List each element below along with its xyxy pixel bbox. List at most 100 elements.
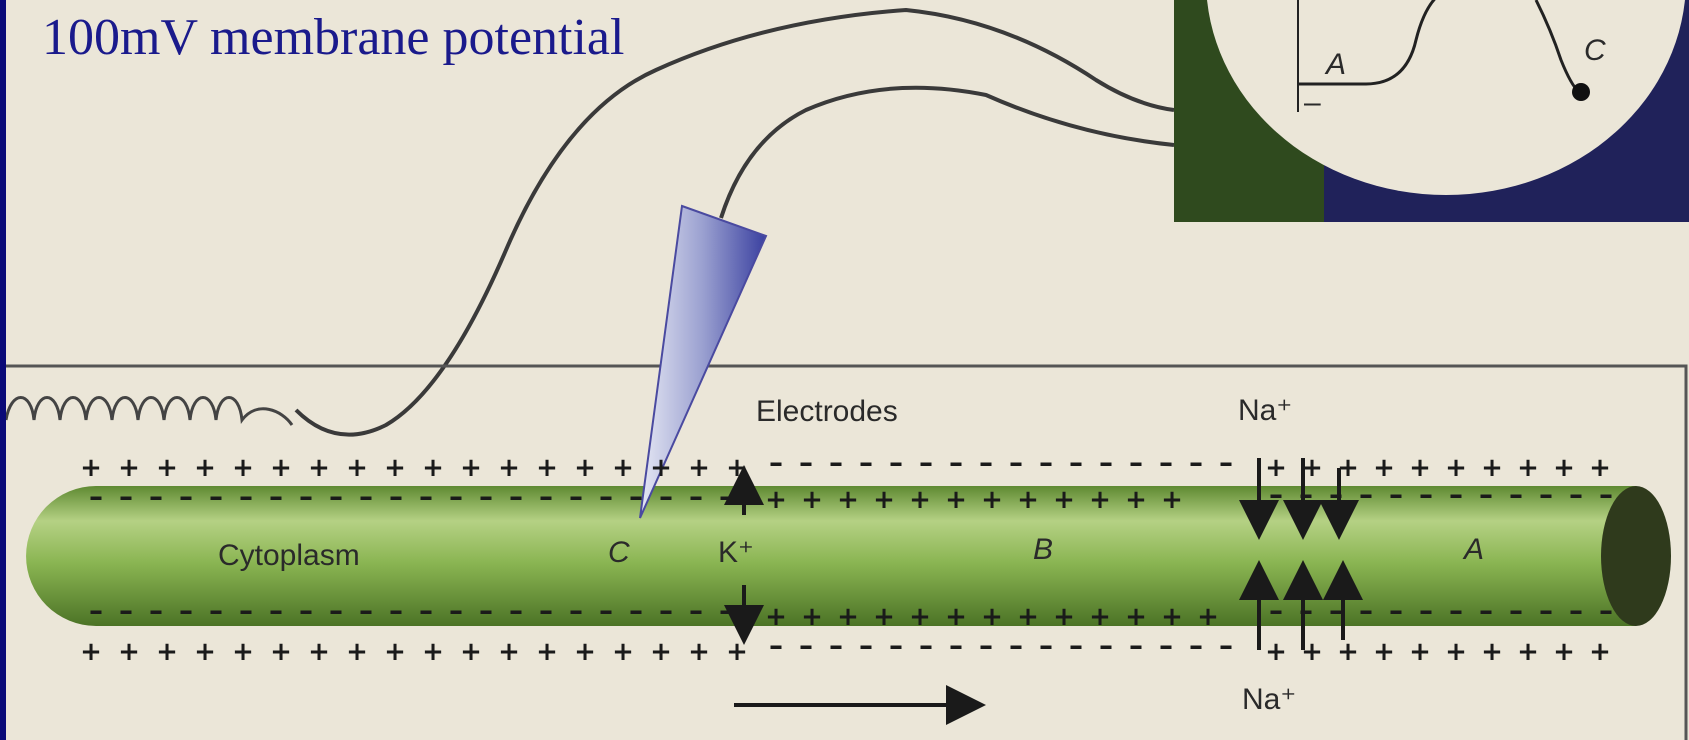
charge-plus: + xyxy=(1089,602,1111,632)
charge-minus: – xyxy=(1099,446,1113,479)
recording-electrode xyxy=(639,204,768,519)
charge-plus: + xyxy=(498,453,520,483)
charge-plus: + xyxy=(650,453,672,483)
charge-minus: – xyxy=(1269,594,1283,627)
charge-minus: – xyxy=(239,594,253,627)
charge-plus: + xyxy=(1553,453,1575,483)
charge-plus: + xyxy=(1089,485,1111,515)
charge-plus: + xyxy=(837,485,859,515)
charge-plus: + xyxy=(1125,485,1147,515)
charge-minus: – xyxy=(1359,478,1373,511)
charge-minus: – xyxy=(299,480,313,513)
charge-plus: + xyxy=(1445,453,1467,483)
charge-plus: + xyxy=(1481,453,1503,483)
stimulator-coil xyxy=(6,396,294,426)
charge-minus: – xyxy=(1099,629,1113,662)
charge-minus: – xyxy=(329,594,343,627)
charge-plus: + xyxy=(650,637,672,667)
charge-minus: – xyxy=(509,480,523,513)
charge-plus: + xyxy=(156,637,178,667)
charge-plus: + xyxy=(308,453,330,483)
charge-minus: – xyxy=(1569,478,1583,511)
charge-minus: – xyxy=(829,446,843,479)
charge-minus: – xyxy=(799,629,813,662)
charge-plus: + xyxy=(1589,637,1611,667)
k-label: K⁺ xyxy=(718,536,754,569)
electrodes-label: Electrodes xyxy=(756,395,898,428)
charge-minus: – xyxy=(539,594,553,627)
charge-minus: – xyxy=(479,480,493,513)
charge-minus: – xyxy=(1039,446,1053,479)
charge-plus: + xyxy=(1301,637,1323,667)
charge-plus: + xyxy=(574,637,596,667)
charge-plus: + xyxy=(384,637,406,667)
charge-minus: – xyxy=(889,629,903,662)
charge-plus: + xyxy=(726,637,748,667)
oscilloscope-minus-label: – xyxy=(1304,86,1321,119)
charge-minus: – xyxy=(1219,629,1233,662)
charge-plus: + xyxy=(270,637,292,667)
charge-minus: – xyxy=(449,594,463,627)
charge-plus: + xyxy=(837,602,859,632)
charge-plus: + xyxy=(909,602,931,632)
oscilloscope xyxy=(1174,0,1689,222)
oscilloscope-trace xyxy=(1298,0,1581,94)
charge-minus: – xyxy=(919,446,933,479)
charge-minus: – xyxy=(979,629,993,662)
charge-plus: + xyxy=(945,485,967,515)
charge-minus: – xyxy=(1219,446,1233,479)
charge-plus: + xyxy=(1337,637,1359,667)
charge-plus: + xyxy=(801,485,823,515)
charge-minus: – xyxy=(1329,594,1343,627)
charge-plus: + xyxy=(1373,637,1395,667)
charge-minus: – xyxy=(769,629,783,662)
region-b-label: B xyxy=(1033,533,1054,566)
caption: 100mV membrane potential xyxy=(42,9,625,66)
charge-minus: – xyxy=(889,446,903,479)
charge-plus: + xyxy=(270,453,292,483)
charge-minus: – xyxy=(1569,594,1583,627)
charge-minus: – xyxy=(539,480,553,513)
charge-plus: + xyxy=(1053,602,1075,632)
charge-minus: – xyxy=(179,594,193,627)
charge-minus: – xyxy=(629,480,643,513)
charge-plus: + xyxy=(801,602,823,632)
charge-plus: + xyxy=(1589,453,1611,483)
charge-minus: – xyxy=(1129,446,1143,479)
charge-minus: – xyxy=(1419,478,1433,511)
charge-plus: + xyxy=(1125,602,1147,632)
charge-plus: + xyxy=(612,637,634,667)
charge-plus: + xyxy=(422,453,444,483)
charge-minus: – xyxy=(269,480,283,513)
charge-plus: + xyxy=(346,453,368,483)
charge-minus: – xyxy=(799,446,813,479)
charge-minus: – xyxy=(1159,629,1173,662)
charge-minus: – xyxy=(239,480,253,513)
charge-minus: – xyxy=(119,594,133,627)
region-c-label: C xyxy=(608,536,630,569)
charge-plus: + xyxy=(1409,637,1431,667)
charge-plus: + xyxy=(981,485,1003,515)
charge-minus: – xyxy=(1009,446,1023,479)
charge-minus: – xyxy=(1129,629,1143,662)
charge-minus: – xyxy=(179,480,193,513)
charge-plus: + xyxy=(1373,453,1395,483)
charge-minus: – xyxy=(1159,446,1173,479)
charge-plus: + xyxy=(873,602,895,632)
charge-minus: – xyxy=(269,594,283,627)
charge-minus: – xyxy=(1539,594,1553,627)
charge-minus: – xyxy=(919,629,933,662)
charge-plus: + xyxy=(536,453,558,483)
charge-plus: + xyxy=(460,453,482,483)
charge-minus: – xyxy=(1189,629,1203,662)
oscilloscope-screen xyxy=(1207,0,1685,195)
charge-minus: – xyxy=(719,480,733,513)
charge-minus: – xyxy=(149,594,163,627)
charge-plus: + xyxy=(909,485,931,515)
charge-minus: – xyxy=(1479,594,1493,627)
charge-minus: – xyxy=(359,480,373,513)
charge-minus: – xyxy=(1599,594,1613,627)
charge-minus: – xyxy=(209,594,223,627)
charge-minus: – xyxy=(659,480,673,513)
charge-minus: – xyxy=(629,594,643,627)
